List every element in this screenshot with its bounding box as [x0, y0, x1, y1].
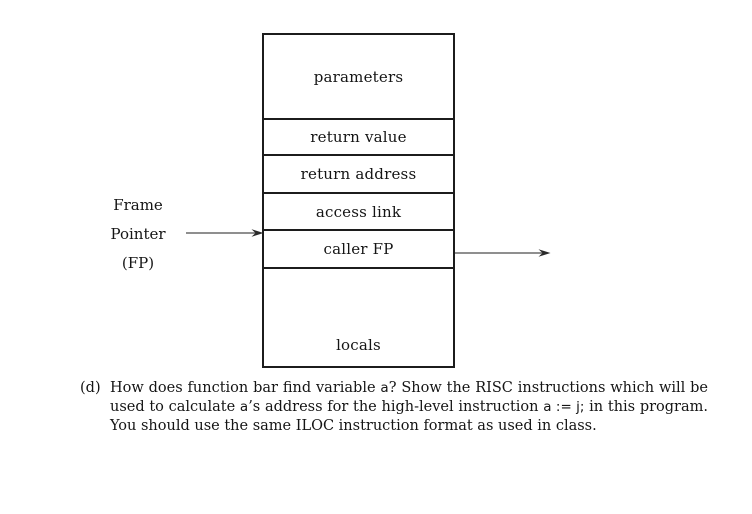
question-code-segment: a: [380, 380, 389, 396]
frame-pointer-arrow-icon: [186, 229, 264, 237]
stack-slot-access-link: access link: [264, 194, 453, 231]
frame-pointer-caption-line: Frame: [113, 196, 163, 214]
stack-slot-label: return value: [310, 128, 407, 146]
question-item-label: (d): [80, 380, 101, 396]
stack-frame-diagram: parameters return value return address a…: [262, 33, 455, 368]
stack-slot-return-address: return address: [264, 156, 453, 194]
stack-slot-parameters: parameters: [264, 35, 453, 120]
stack-slot-label: locals: [336, 336, 381, 354]
question-segment: ’s address for the high-level instructio…: [248, 399, 544, 415]
frame-pointer-caption: Frame Pointer (FP): [96, 191, 180, 278]
question-segment: How does function bar find variable: [110, 380, 381, 396]
question-segment: in this program. You should use the same…: [110, 399, 708, 434]
stack-slot-label: parameters: [313, 67, 404, 86]
frame-pointer-caption-line: (FP): [121, 254, 155, 272]
caller-fp-arrow-icon: [455, 249, 551, 257]
stack-slot-label: access link: [315, 202, 402, 221]
frame-pointer-caption-line: Pointer: [110, 225, 166, 243]
stack-slot-locals: locals: [264, 269, 453, 366]
question-text: How does function bar find variable a? S…: [110, 379, 708, 436]
question-segment: ? Show the RISC instructions which will …: [110, 380, 709, 415]
question-code-segment: a: [239, 399, 249, 415]
stack-slot-label: return address: [300, 165, 417, 183]
stack-slot-label: caller FP: [323, 240, 394, 258]
stack-slot-return-value: return value: [264, 120, 453, 156]
stack-slot-caller-fp: caller FP: [264, 231, 453, 269]
question-block: (d) How does function bar find variable …: [80, 379, 708, 436]
question-code-segment: a := j;: [543, 399, 585, 415]
